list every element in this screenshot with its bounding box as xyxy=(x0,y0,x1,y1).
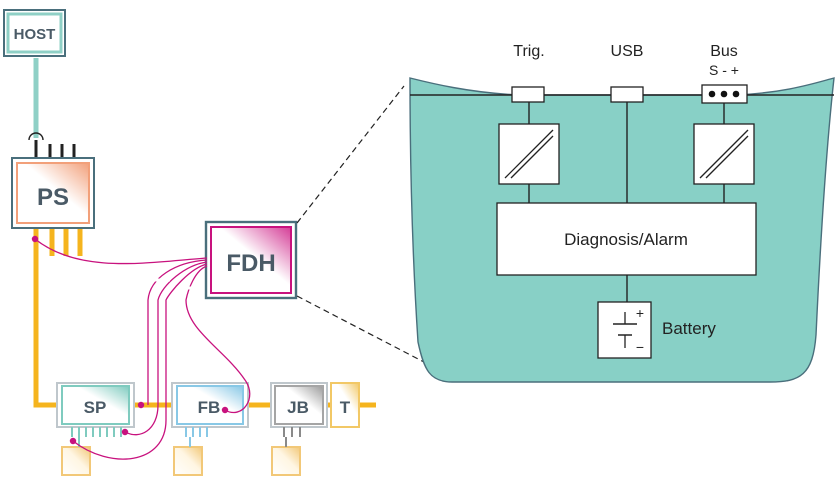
battery-label: Battery xyxy=(662,319,716,338)
field-devices xyxy=(61,437,301,476)
bus-label: Bus xyxy=(710,43,738,60)
bus-isolator xyxy=(693,123,755,185)
fdh-label: FDH xyxy=(226,250,275,277)
battery-plus-sign: + xyxy=(636,305,644,321)
usb-connector xyxy=(610,86,644,103)
zoom-line-bottom xyxy=(296,295,448,375)
ps-box: PS xyxy=(11,157,95,229)
battery-block: + − xyxy=(597,301,652,359)
diagnosis-alarm-label: Diagnosis/Alarm xyxy=(564,230,688,249)
sp-label: SP xyxy=(84,398,107,417)
host-label: HOST xyxy=(14,26,56,43)
ps-label: PS xyxy=(37,184,69,211)
sp-box: SP xyxy=(56,382,135,428)
network-panel: HOST PS FDH SP xyxy=(3,9,448,476)
trunk-line xyxy=(33,228,376,408)
jb-spurs xyxy=(283,427,301,437)
terminator-box: T xyxy=(330,382,360,428)
trig-isolator xyxy=(498,123,560,185)
ps-outputs xyxy=(49,228,83,256)
fb-spurs xyxy=(185,427,208,437)
trig-label: Trig. xyxy=(513,43,544,60)
battery-minus-sign: − xyxy=(636,339,644,355)
bus-pins-label: S - + xyxy=(709,62,739,78)
jb-label: JB xyxy=(287,398,309,417)
fb-box: FB xyxy=(171,382,249,428)
fb-label: FB xyxy=(198,398,221,417)
fdh-detail-panel: Trig. USB Bus S - + xyxy=(409,43,835,383)
host-box: HOST xyxy=(3,9,66,57)
diagnosis-alarm-block xyxy=(496,202,757,276)
bus-connector xyxy=(701,84,748,104)
t-label: T xyxy=(340,398,351,417)
field-device xyxy=(271,446,301,476)
field-device xyxy=(173,446,203,476)
trig-connector xyxy=(511,86,545,103)
sp-spurs xyxy=(71,427,122,437)
jb-box: JB xyxy=(270,382,328,428)
field-device xyxy=(61,446,91,476)
zoom-line-top xyxy=(296,85,405,224)
ps-connector xyxy=(28,132,76,158)
diagnostic-wires xyxy=(31,235,251,460)
fdh-box: FDH xyxy=(204,220,298,300)
usb-label: USB xyxy=(611,43,644,60)
